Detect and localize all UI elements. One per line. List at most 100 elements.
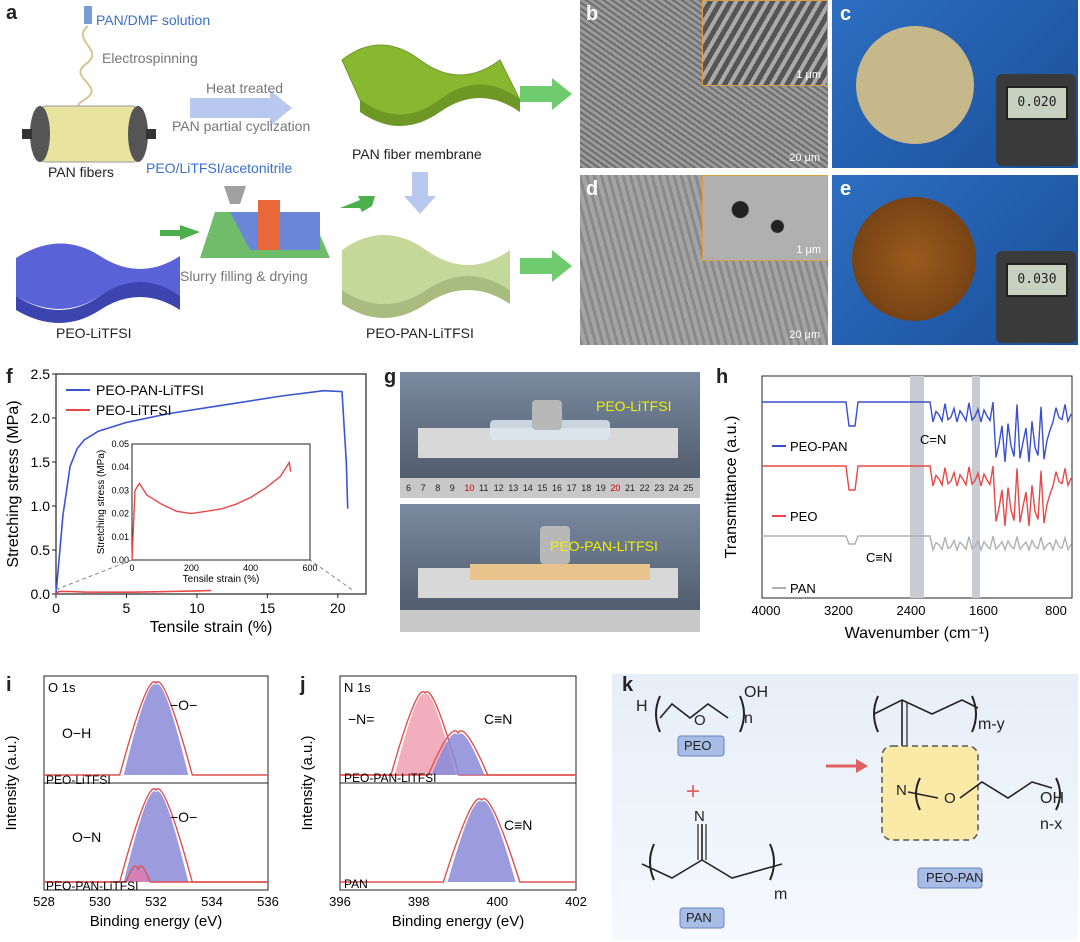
chem-h: H bbox=[636, 698, 648, 715]
ruler-tick: 21 bbox=[625, 483, 636, 493]
x-tick-label: 800 bbox=[1045, 603, 1067, 618]
series-line-peo-pan-litfsi bbox=[55, 389, 349, 595]
x-tick-label: 536 bbox=[257, 894, 279, 909]
inset-scale-b: 1 μm bbox=[796, 69, 821, 81]
slurry-components-label: PEO/LiTFSI/acetonitrile bbox=[146, 160, 293, 176]
y-tick-label: 0.0 bbox=[31, 586, 51, 602]
pan-membrane-shape bbox=[341, 44, 521, 116]
annotation-cn-double: C=N bbox=[920, 432, 946, 447]
inset-x-tick-label: 400 bbox=[243, 563, 258, 573]
x-axis-label: Tensile strain (%) bbox=[150, 619, 273, 636]
y-tick-label: 1.5 bbox=[31, 454, 51, 470]
x-tick-label: 15 bbox=[260, 600, 276, 616]
xps-peak bbox=[127, 868, 149, 882]
xps-peak bbox=[123, 791, 189, 882]
chem-product-oh: OH bbox=[1040, 790, 1064, 807]
electrospinning-label: Electrospinning bbox=[102, 50, 198, 66]
label-oh: O−H bbox=[62, 725, 91, 741]
xps-peak bbox=[447, 801, 516, 882]
xps-peak bbox=[394, 694, 456, 775]
panel-label-h: h bbox=[716, 366, 729, 388]
label-ether-bottom: −O− bbox=[170, 809, 197, 825]
x-tick-label: 3200 bbox=[824, 603, 853, 618]
y-tick-label: 1.0 bbox=[31, 498, 51, 514]
ruler-tick: 16 bbox=[552, 483, 563, 493]
label-sample-top: PEO-LiTFSI bbox=[46, 773, 111, 787]
chem-peo-oh: OH bbox=[744, 684, 768, 701]
y-axis-label: Stretching stress (MPa) bbox=[5, 400, 22, 567]
label-ether-top: −O− bbox=[170, 697, 197, 713]
inset-y-tick-label: 0.05 bbox=[111, 439, 129, 449]
inset-scale-d: 1 μm bbox=[796, 244, 821, 256]
chem-product-nx: n-x bbox=[1040, 816, 1063, 833]
chem-pan-m: m bbox=[774, 886, 788, 903]
x-tick-label: 400 bbox=[486, 894, 508, 909]
inset-y-axis-label: Stretching stress (MPa) bbox=[96, 450, 107, 554]
label-imine: −N= bbox=[348, 711, 374, 727]
y-tick-label: 2.0 bbox=[31, 410, 51, 426]
sem-inset-b: 1 μm bbox=[702, 0, 828, 86]
x-tick-label: 530 bbox=[89, 894, 111, 909]
x-tick-label: 0 bbox=[52, 600, 60, 616]
pan-membrane-label: PAN fiber membrane bbox=[352, 146, 482, 162]
x-tick-label: 534 bbox=[201, 894, 223, 909]
ruler-tick: 6 bbox=[406, 483, 412, 493]
x-tick-label: 5 bbox=[123, 600, 131, 616]
down-arrow bbox=[404, 172, 436, 214]
ruler-tick: 10 bbox=[464, 483, 475, 493]
spectrum-peo bbox=[762, 465, 1072, 527]
band-cn-triple bbox=[910, 376, 924, 598]
tensile-photo-bottom: PEO-PAN-LiTFSI bbox=[400, 504, 700, 632]
peo-pan-litfsi-slab bbox=[342, 235, 510, 304]
label-nitrile-top: C≡N bbox=[484, 711, 512, 727]
x-tick-label: 2400 bbox=[897, 603, 926, 618]
spinneret-needle bbox=[84, 6, 92, 24]
membrane-disc-e bbox=[852, 197, 976, 321]
legend-label: PEO bbox=[790, 509, 817, 524]
chem-plus: + bbox=[686, 778, 701, 805]
photo-label-peo-pan: PEO-PAN-LiTFSI bbox=[550, 538, 658, 554]
gauge-readout-e: 0.030 bbox=[1006, 263, 1068, 297]
photo-c: c 0.020 bbox=[832, 0, 1078, 168]
x-tick-label: 1600 bbox=[969, 603, 998, 618]
arrow-to-d bbox=[520, 250, 572, 282]
ruler-tick: 12 bbox=[493, 483, 504, 493]
peo-pan-litfsi-label: PEO-PAN-LiTFSI bbox=[366, 325, 474, 341]
panel-label-k: k bbox=[622, 674, 634, 696]
thickness-gauge-e: 0.030 bbox=[996, 251, 1076, 343]
panel-label-b: b bbox=[586, 3, 599, 25]
zoom-guide bbox=[309, 559, 353, 591]
inset-y-tick-label: 0.04 bbox=[111, 462, 129, 472]
xps-peak bbox=[431, 733, 485, 775]
ruler-tick: 13 bbox=[508, 483, 519, 493]
chem-product-o: O bbox=[944, 790, 956, 807]
label-sample-bottom: PAN bbox=[344, 877, 368, 891]
heat-treated-label: Heat treated bbox=[206, 80, 284, 96]
panel-label-c: c bbox=[840, 3, 852, 25]
chem-pan-n: N bbox=[694, 808, 705, 825]
ruler-tick: 7 bbox=[420, 483, 426, 493]
partial-cyclization-label: PAN partial cyclization bbox=[172, 118, 311, 134]
y-axis-label: Intensity (a.u.) bbox=[299, 735, 316, 830]
x-tick-label: 532 bbox=[145, 894, 167, 909]
ruler-tick: 25 bbox=[683, 483, 694, 493]
ruler-tick: 11 bbox=[479, 483, 489, 493]
x-tick-label: 396 bbox=[329, 894, 351, 909]
peo-litfsi-label: PEO-LiTFSI bbox=[56, 325, 132, 341]
x-tick-label: 398 bbox=[408, 894, 430, 909]
panel-label-j: j bbox=[300, 674, 306, 696]
inset-x-tick-label: 600 bbox=[302, 563, 317, 573]
xps-peak bbox=[123, 684, 189, 775]
collector-drum bbox=[22, 105, 156, 163]
pan-dmf-label: PAN/DMF solution bbox=[96, 12, 211, 28]
ruler-tick: 9 bbox=[449, 483, 455, 493]
y-axis-label: Intensity (a.u.) bbox=[3, 735, 20, 830]
gauge-readout-c: 0.020 bbox=[1006, 86, 1068, 120]
slurry-filling-label: Slurry filling & drying bbox=[180, 268, 308, 284]
chem-product-n: N bbox=[896, 782, 907, 799]
xps-fit-envelope bbox=[44, 788, 268, 883]
inset-y-tick-label: 0.02 bbox=[111, 509, 129, 519]
legend-label: PAN bbox=[790, 581, 816, 596]
ruler-bottom bbox=[400, 610, 700, 632]
